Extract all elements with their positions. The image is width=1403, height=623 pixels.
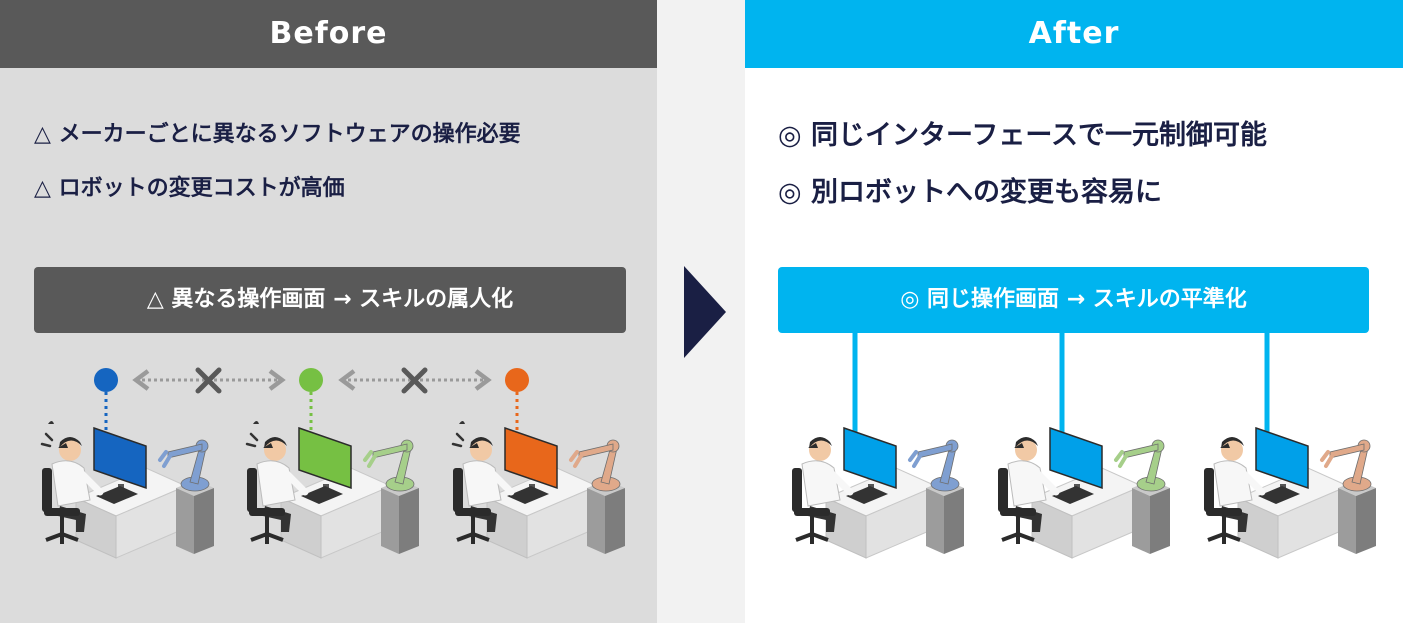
chair — [998, 468, 1036, 544]
robot-arm-icon — [1114, 439, 1170, 554]
monitor — [298, 426, 352, 496]
monitor — [1255, 426, 1309, 496]
after-header: After — [745, 0, 1403, 68]
after-summary-bar: ◎ 同じ操作画面 → スキルの平準化 — [778, 267, 1369, 333]
robot-arm-icon — [363, 439, 419, 554]
cross-icon — [401, 367, 428, 394]
chair — [1204, 468, 1242, 544]
monitor — [93, 426, 147, 496]
chair — [42, 468, 80, 544]
after-connections — [852, 333, 1270, 440]
screen-color-dot — [94, 368, 118, 392]
before-header: Before — [0, 0, 657, 68]
monitor — [843, 426, 897, 496]
before-connections — [94, 367, 529, 440]
screen-color-dot — [505, 368, 529, 392]
monitor — [504, 426, 558, 496]
before-summary-bar: △ 異なる操作画面 → スキルの属人化 — [34, 267, 626, 333]
robot-arm-icon — [908, 439, 964, 554]
before-point-2: △ ロボットの変更コストが高価 — [34, 176, 345, 201]
workstation — [1204, 426, 1376, 559]
cross-icon — [195, 367, 222, 394]
chair — [453, 468, 491, 544]
robot-arm-icon — [158, 439, 214, 554]
screen-color-dot — [299, 368, 323, 392]
chair — [792, 468, 830, 544]
after-point-2: ◎ 別ロボットへの変更も容易に — [778, 177, 1162, 208]
worker-icon — [256, 437, 309, 532]
robot-arm-icon — [569, 439, 625, 554]
monitor — [1049, 426, 1103, 496]
chevron-right-icon — [684, 266, 726, 358]
workstation — [792, 426, 964, 559]
robot-arm-icon — [1320, 439, 1376, 554]
workstation — [451, 421, 625, 559]
after-point-1: ◎ 同じインターフェースで一元制御可能 — [778, 120, 1267, 151]
chair — [247, 468, 285, 544]
worker-icon — [1007, 437, 1060, 532]
workstation — [40, 421, 214, 559]
workstation — [245, 421, 419, 559]
workstation — [998, 426, 1170, 559]
before-point-1: △ メーカーごとに異なるソフトウェアの操作必要 — [34, 122, 521, 147]
